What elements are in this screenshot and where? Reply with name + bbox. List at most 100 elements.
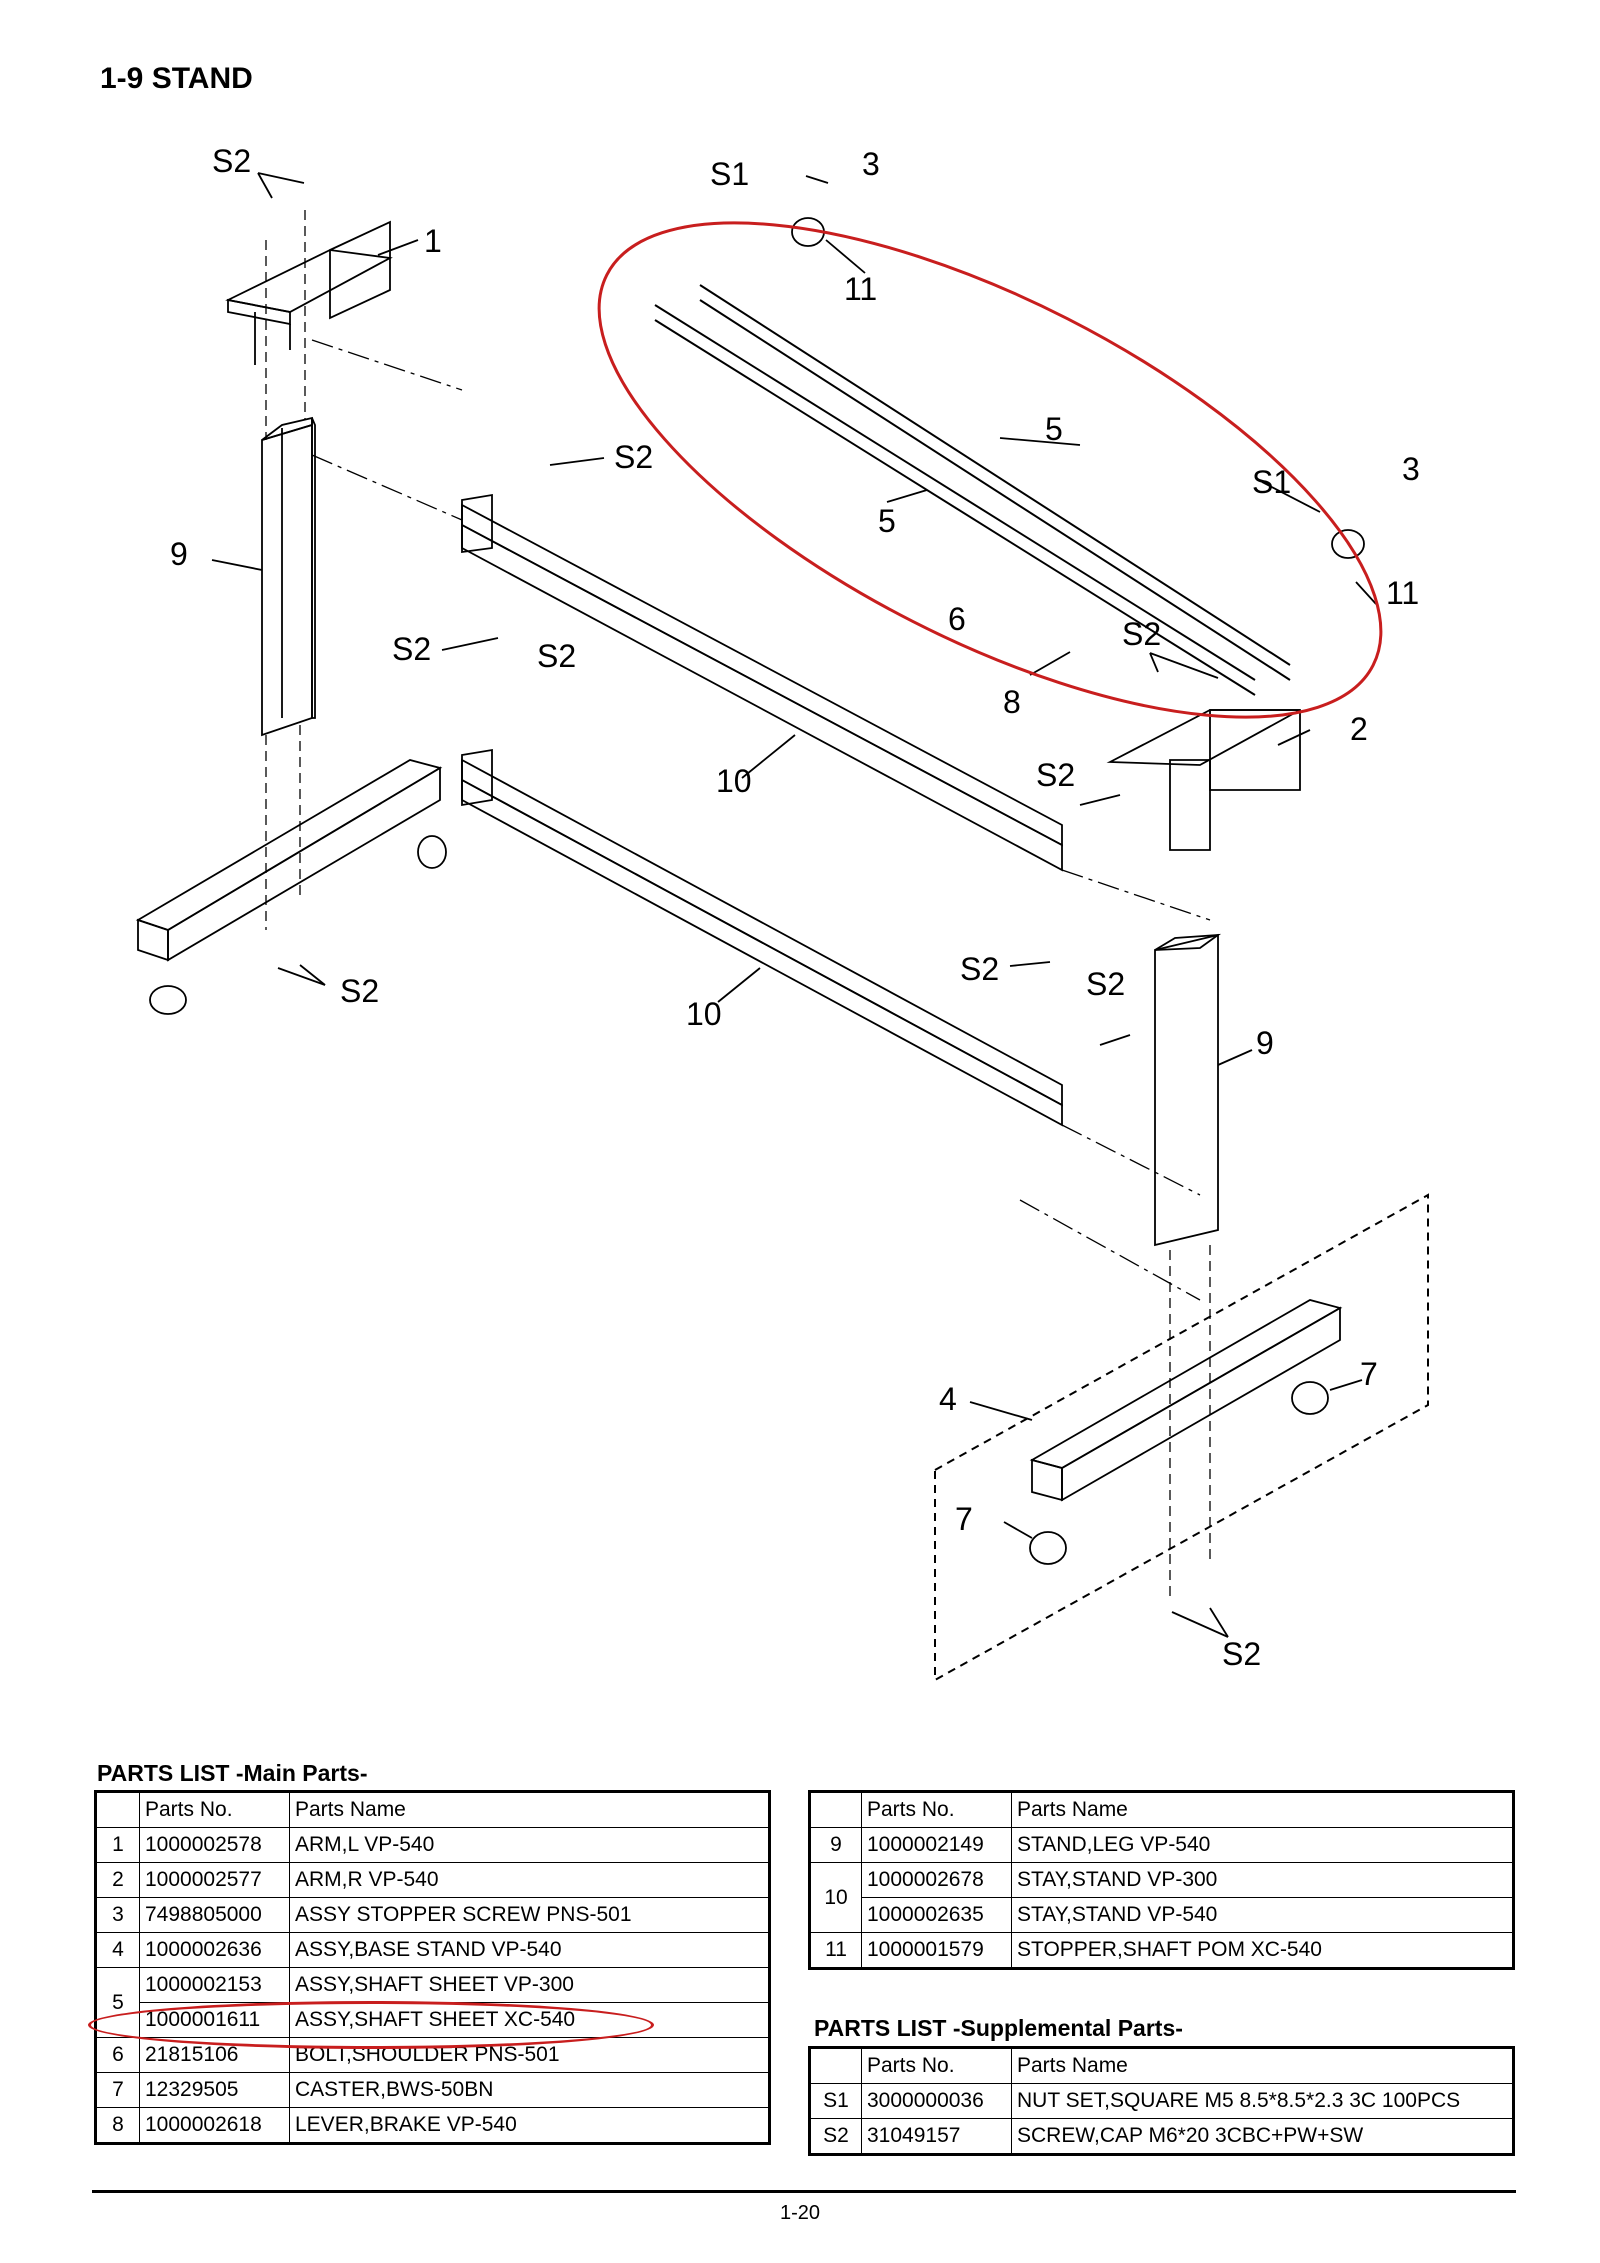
row-parts-name: ARM,R VP-540 (289, 1862, 770, 1898)
table-row-highlighted: 1000001611 ASSY,SHAFT SHEET XC-540 (96, 2002, 770, 2038)
row-index: 1 (95, 1827, 140, 1863)
row-parts-no: 31049157 (861, 2118, 1012, 2155)
row-parts-name: STAY,STAND VP-540 (1011, 1897, 1514, 1933)
row-parts-no: 1000002618 (139, 2107, 290, 2144)
table-row: S2 31049157 SCREW,CAP M6*20 3CBC+PW+SW (809, 2118, 1514, 2155)
row-parts-no: 1000001611 (139, 2002, 290, 2038)
row-index: S1 (809, 2083, 862, 2119)
table-header-row: Parts No. Parts Name (809, 1791, 1514, 1828)
stopper-right (1331, 529, 1365, 559)
main-parts-table: Parts No. Parts Name 1 1000002578 ARM,L … (94, 1790, 771, 2145)
table-row: 3 7498805000 ASSY STOPPER SCREW PNS-501 (95, 1897, 770, 1933)
callout-9-right: 9 (1256, 1025, 1274, 1061)
callout-5-b: 5 (878, 503, 896, 539)
row-index: 3 (95, 1897, 140, 1933)
callout-9-left: 9 (170, 536, 188, 572)
callout-7-a: 7 (1360, 1356, 1378, 1392)
row-parts-name: ARM,L VP-540 (289, 1827, 770, 1863)
upper-stay-part (461, 493, 1063, 872)
right-leg-part (1154, 933, 1222, 1247)
row-index: 2 (95, 1862, 140, 1898)
caster-left-back (417, 835, 447, 869)
callout-s2-right-4: S2 (1086, 966, 1125, 1002)
callout-3-right: 3 (1402, 451, 1420, 487)
callout-10-b: 10 (686, 996, 722, 1032)
shaft-upper (699, 284, 1291, 666)
callout-s2-bottom-left: S2 (340, 973, 379, 1009)
row-parts-no: 1000001579 (861, 1932, 1012, 1969)
callout-s2-right-1: S2 (1122, 616, 1161, 652)
stand-exploded-diagram: S2 1 S1 3 11 S2 9 5 5 S1 3 11 6 S2 8 2 S… (135, 143, 1429, 1682)
header-index (95, 1791, 140, 1828)
row-index: 7 (95, 2072, 140, 2108)
caster-right-back (1291, 1381, 1329, 1415)
header-index (809, 2047, 862, 2084)
page-number: 1-20 (779, 2202, 821, 2224)
left-base-part (135, 759, 443, 962)
header-parts-name: Parts Name (1011, 2047, 1514, 2084)
row-parts-no: 12329505 (139, 2072, 290, 2108)
row-index: 8 (95, 2107, 140, 2144)
row-parts-no: 1000002577 (139, 1862, 290, 1898)
callout-s2-bottom: S2 (1222, 1636, 1261, 1672)
lower-stay-part (461, 748, 1063, 1127)
right-arm-part (1106, 709, 1301, 851)
callout-s2-mid: S2 (614, 439, 653, 475)
table-row: 4 1000002636 ASSY,BASE STAND VP-540 (95, 1932, 770, 1968)
table-row: 1 1000002578 ARM,L VP-540 (95, 1827, 770, 1863)
row-parts-no: 1000002635 (861, 1897, 1012, 1933)
table-row: 10 1000002678 STAY,STAND VP-300 (809, 1862, 1514, 1933)
row-index: 11 (809, 1932, 862, 1969)
callout-2: 2 (1350, 711, 1368, 747)
row-parts-no: 1000002149 (861, 1827, 1012, 1863)
table-row: 2 1000002577 ARM,R VP-540 (95, 1862, 770, 1898)
row-parts-no: 1000002578 (139, 1827, 290, 1863)
callout-8: 8 (1003, 684, 1021, 720)
highlight-ellipse-shafts (597, 221, 1383, 719)
callout-5-a: 5 (1045, 411, 1063, 447)
row-parts-name: LEVER,BRAKE VP-540 (289, 2107, 770, 2144)
shaft-lower (654, 304, 1256, 681)
table-header-row: Parts No. Parts Name (809, 2047, 1514, 2084)
row-parts-no: 21815106 (139, 2037, 290, 2073)
callout-4: 4 (939, 1381, 957, 1417)
callout-11-right: 11 (1386, 575, 1419, 611)
left-arm-part (225, 220, 393, 365)
footer-divider (92, 2190, 1516, 2193)
right-base-part (1029, 1299, 1343, 1502)
supplemental-parts-title: PARTS LIST -Supplemental Parts- (814, 2015, 1183, 2041)
table-row: 1000002635 STAY,STAND VP-540 (810, 1897, 1514, 1933)
page-title: 1-9 STAND (100, 62, 253, 95)
main-parts-title: PARTS LIST -Main Parts- (97, 1760, 368, 1786)
table-row: 6 21815106 BOLT,SHOULDER PNS-501 (95, 2037, 770, 2073)
row-parts-name: ASSY,SHAFT SHEET VP-300 (289, 1967, 770, 2003)
callout-s2-right-2: S2 (1036, 757, 1075, 793)
row-parts-no: 1000002153 (139, 1967, 290, 2003)
row-parts-no: 3000000036 (861, 2083, 1012, 2119)
header-parts-no: Parts No. (861, 2047, 1012, 2084)
callout-s2-left-2: S2 (392, 631, 431, 667)
row-parts-name: STAND,LEG VP-540 (1011, 1827, 1514, 1863)
base-assembly-box (934, 1193, 1429, 1682)
callout-s2-right-3: S2 (960, 951, 999, 987)
row-index: 4 (95, 1932, 140, 1968)
table-row: S1 3000000036 NUT SET,SQUARE M5 8.5*8.5*… (809, 2083, 1514, 2119)
callout-11-top: 11 (844, 271, 877, 307)
row-parts-name: BOLT,SHOULDER PNS-501 (289, 2037, 770, 2073)
row-parts-no: 7498805000 (139, 1897, 290, 1933)
row-index: S2 (809, 2118, 862, 2155)
row-index: 6 (95, 2037, 140, 2073)
row-index: 9 (809, 1827, 862, 1863)
table-row: 11 1000001579 STOPPER,SHAFT POM XC-540 (809, 1932, 1514, 1969)
caster-left-front (149, 985, 187, 1015)
row-parts-name: CASTER,BWS-50BN (289, 2072, 770, 2108)
callout-6: 6 (948, 601, 966, 637)
header-parts-name: Parts Name (289, 1791, 770, 1828)
table-row: 9 1000002149 STAND,LEG VP-540 (809, 1827, 1514, 1863)
row-parts-no: 1000002678 (861, 1862, 1012, 1898)
header-index (809, 1791, 862, 1828)
left-leg-part (261, 416, 316, 737)
callout-s1-top: S1 (710, 156, 749, 192)
table-row: 7 12329505 CASTER,BWS-50BN (95, 2072, 770, 2108)
callout-7-b: 7 (955, 1501, 973, 1537)
